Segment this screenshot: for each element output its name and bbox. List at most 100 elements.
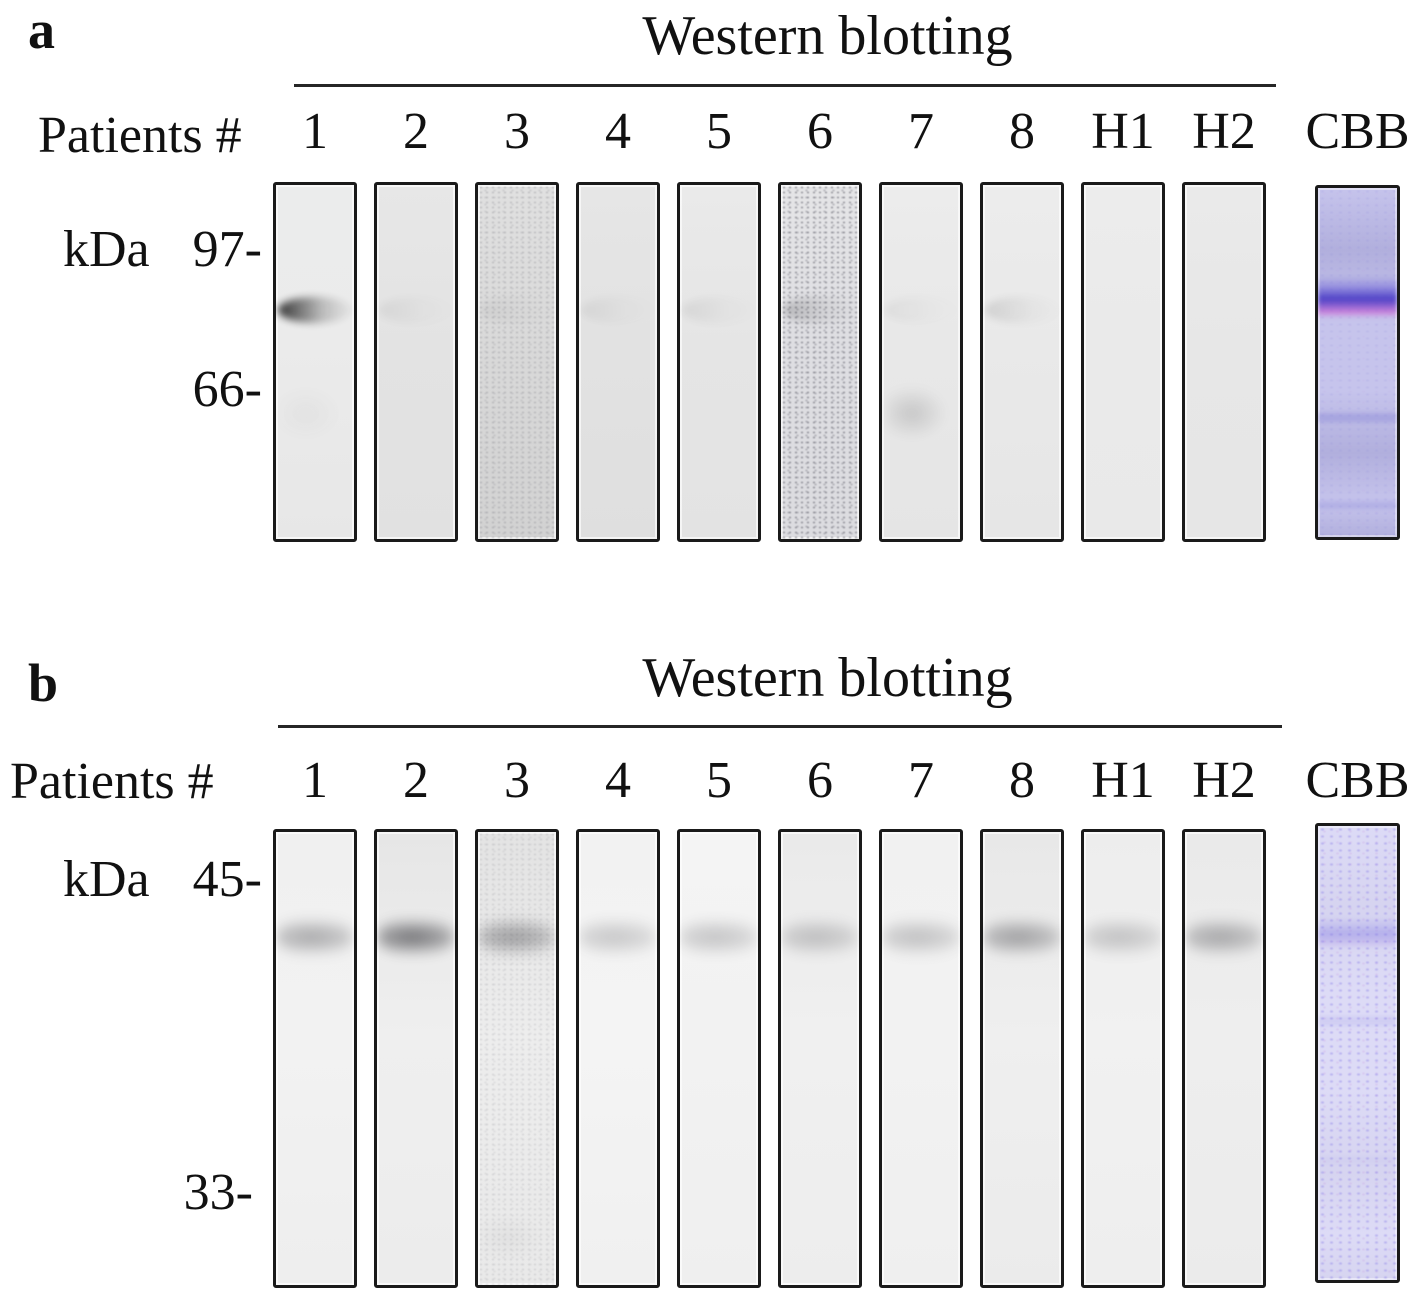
panel-a-kda-unit: kDa	[63, 221, 150, 278]
blot-lane	[1081, 182, 1165, 542]
lane-label: H2	[1192, 103, 1256, 160]
protein-band	[276, 916, 354, 958]
lane-label: 2	[403, 103, 429, 160]
cbb-stained-lane	[1315, 823, 1400, 1283]
lane-column: H2	[1182, 743, 1266, 1288]
cbb-faint-stripe	[1318, 413, 1397, 422]
cbb-faint-stripe	[1318, 501, 1397, 509]
lane-column: 7	[879, 94, 963, 542]
protein-band	[984, 297, 1060, 323]
protein-band	[781, 916, 859, 958]
cbb-faint-stripe	[1318, 1016, 1397, 1026]
panel-a-title-underline	[294, 84, 1276, 87]
blot-lane	[273, 829, 357, 1288]
cbb-label: CBB	[1305, 752, 1410, 809]
protein-band	[277, 297, 353, 323]
protein-band	[378, 297, 454, 323]
lane-column: 4	[576, 743, 660, 1288]
lane-label: 4	[605, 752, 631, 809]
blot-lane	[1182, 829, 1266, 1288]
blot-lane	[475, 829, 559, 1288]
panel-a-marker-97: 97-	[192, 221, 262, 278]
lane-label: 5	[706, 103, 732, 160]
panel-b-kda-row: kDa 45-	[63, 852, 262, 908]
blot-lane	[980, 182, 1064, 542]
protein-band	[680, 916, 758, 958]
lane-label: 4	[605, 103, 631, 160]
lane-column: 6	[778, 743, 862, 1288]
panel-a-lanes: 1 2 3 4 5 6 7	[273, 94, 1266, 542]
blot-lane	[576, 182, 660, 542]
blot-lane	[778, 829, 862, 1288]
panel-a-marker-66: 66-	[192, 361, 262, 418]
cbb-label: CBB	[1305, 103, 1410, 160]
lane-label: 7	[908, 103, 934, 160]
protein-band	[883, 297, 959, 323]
cbb-column: CBB	[1305, 743, 1410, 1283]
lane-column: 3	[475, 94, 559, 542]
protein-band	[580, 297, 656, 323]
lane-label: 5	[706, 752, 732, 809]
lane-label: H1	[1091, 103, 1155, 160]
lane-label: 8	[1009, 752, 1035, 809]
blot-lane	[778, 182, 862, 542]
panel-b-marker-45: 45-	[192, 851, 262, 908]
cbb-faint-stripe	[1318, 1156, 1397, 1164]
lane-column: 1	[273, 94, 357, 542]
blot-lane	[1081, 829, 1165, 1288]
panel-b-patients-label: Patients #	[10, 753, 214, 810]
lane-column: 3	[475, 743, 559, 1288]
cbb-stained-lane	[1315, 185, 1400, 540]
blot-lane	[273, 182, 357, 542]
protein-band	[1185, 916, 1263, 958]
lane-column: 8	[980, 743, 1064, 1288]
lane-label: 1	[302, 103, 328, 160]
protein-band	[377, 916, 455, 958]
blot-lane	[576, 829, 660, 1288]
lane-label: 2	[403, 752, 429, 809]
blot-lane	[980, 829, 1064, 1288]
protein-band	[579, 916, 657, 958]
lane-column: 2	[374, 94, 458, 542]
blot-lane	[475, 182, 559, 542]
panel-b-title-underline	[278, 725, 1282, 728]
blot-lane	[879, 182, 963, 542]
panel-b-letter: b	[28, 653, 59, 713]
lane-label: H2	[1192, 752, 1256, 809]
lane-label: 8	[1009, 103, 1035, 160]
blot-lane	[374, 829, 458, 1288]
panel-a-letter: a	[28, 0, 55, 60]
protein-band	[983, 916, 1061, 958]
lane-label: H1	[1091, 752, 1155, 809]
lane-column: 8	[980, 94, 1064, 542]
lane-column: 1	[273, 743, 357, 1288]
panel-b-kda-unit: kDa	[63, 851, 150, 908]
cbb-protein-band	[1318, 916, 1397, 948]
panel-a-kda-row: kDa 97-	[63, 222, 262, 278]
lane-column: 6	[778, 94, 862, 542]
lane-label: 3	[504, 103, 530, 160]
protein-band	[782, 297, 858, 323]
panel-a-patients-label: Patients #	[38, 107, 242, 164]
protein-band	[882, 916, 960, 958]
cbb-protein-band	[1318, 276, 1397, 318]
lane-label: 1	[302, 752, 328, 809]
lane-label: 6	[807, 103, 833, 160]
lane-column: H2	[1182, 94, 1266, 542]
lane-column: 5	[677, 743, 761, 1288]
lane-column: 2	[374, 743, 458, 1288]
lane-column: 4	[576, 94, 660, 542]
lane-column: 5	[677, 94, 761, 542]
panel-b-marker-33: 33-	[183, 1164, 253, 1221]
blot-lane	[1182, 182, 1266, 542]
lane-label: 6	[807, 752, 833, 809]
cbb-column: CBB	[1305, 94, 1410, 540]
protein-band	[1084, 916, 1162, 958]
blot-lane	[677, 829, 761, 1288]
blot-lane	[374, 182, 458, 542]
lane-label: 7	[908, 752, 934, 809]
panel-b-lanes: 1 2 3 4 5 6 7	[273, 743, 1266, 1288]
protein-band	[681, 297, 757, 323]
protein-band	[478, 916, 556, 958]
